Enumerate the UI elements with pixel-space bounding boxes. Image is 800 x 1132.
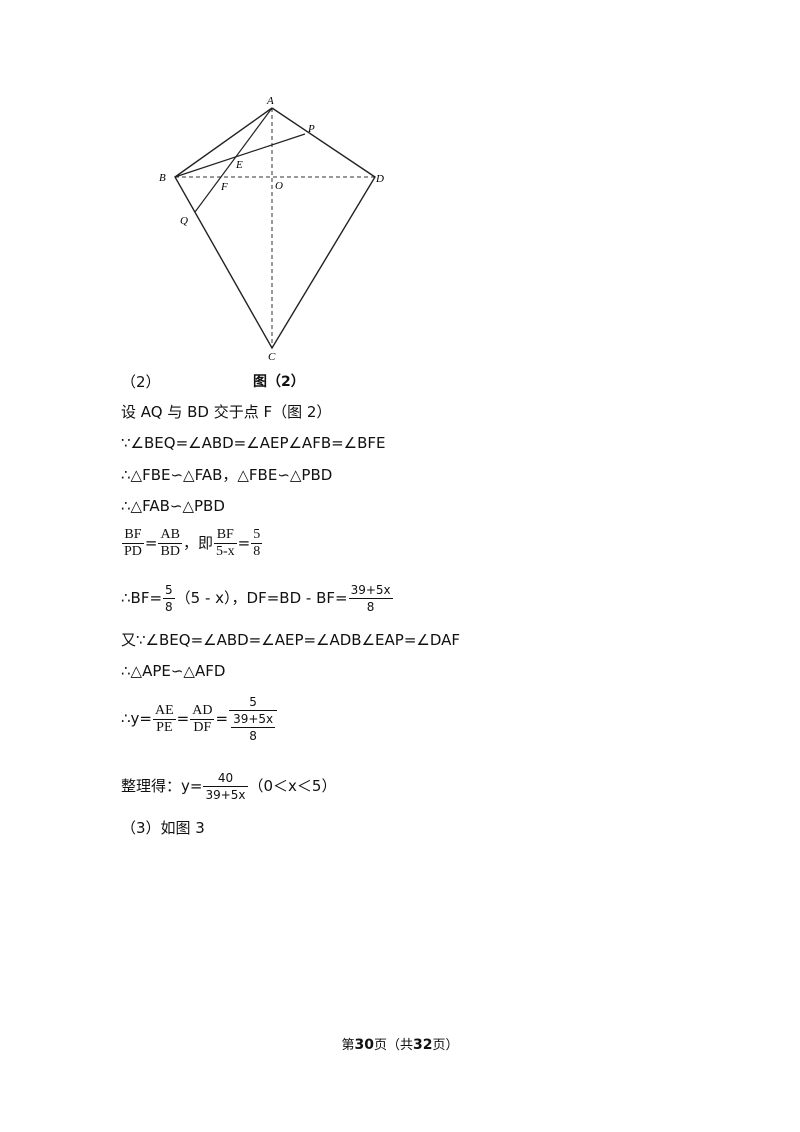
page-footer: 第30页（共32页）: [341, 1037, 459, 1053]
solution-line-7: 又∵∠BEQ=∠ABD=∠AEP=∠ADB∠EAP=∠DAF: [121, 631, 461, 649]
geometry-figure-2: A P E B F O D Q C: [159, 95, 384, 363]
point-label-b: B: [159, 172, 166, 184]
point-label-p: P: [307, 123, 315, 135]
figure-caption: 图（2）: [253, 374, 305, 390]
solution-line-2: ∵∠BEQ=∠ABD=∠AEP∠AFB=∠BFE: [121, 434, 386, 452]
solution-line-1: 设 AQ 与 BD 交于点 F（图 2）: [121, 403, 332, 421]
total-page-number: 32: [413, 1037, 433, 1053]
point-label-d: D: [375, 173, 384, 185]
point-label-a: A: [266, 95, 274, 107]
part-3-label: （3）如图 3: [121, 819, 205, 837]
point-label-c: C: [268, 351, 276, 363]
point-label-o: O: [275, 180, 283, 192]
part-2-label: （2）: [121, 373, 161, 391]
point-label-e: E: [235, 159, 243, 171]
point-label-f: F: [220, 181, 228, 193]
solution-line-3: ∴△FBE∽△FAB，△FBE∽△PBD: [121, 466, 333, 484]
current-page-number: 30: [354, 1037, 374, 1053]
solution-line-8: ∴△APE∽△AFD: [121, 662, 226, 680]
solution-line-4: ∴△FAB∽△PBD: [121, 497, 225, 515]
point-label-q: Q: [180, 215, 188, 227]
